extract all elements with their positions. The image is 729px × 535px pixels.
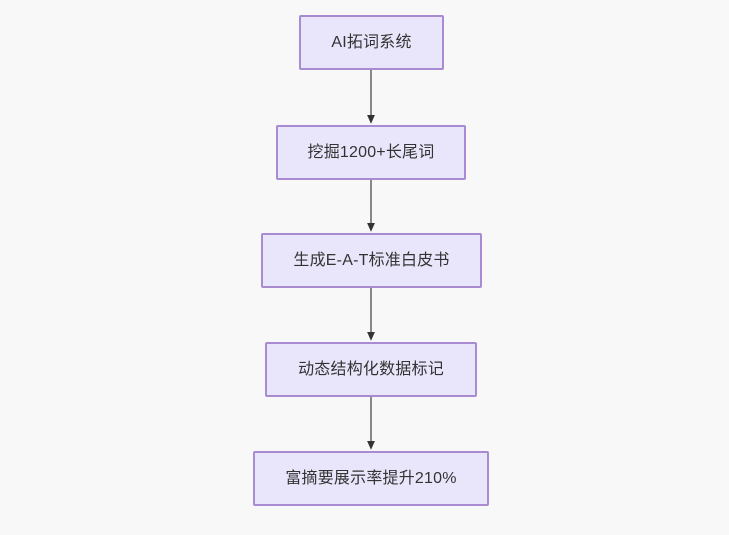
flowchart-node-dynamic-structured-data-markup[interactable]: 动态结构化数据标记: [265, 342, 477, 397]
flowchart-node-generate-eat-whitepaper[interactable]: 生成E-A-T标准白皮书: [261, 233, 482, 288]
flowchart-node-label: 挖掘1200+长尾词: [307, 143, 435, 161]
flowchart-node-label: 动态结构化数据标记: [298, 360, 444, 378]
flowchart-node-label: 生成E-A-T标准白皮书: [293, 251, 450, 269]
flowchart-node-label: AI拓词系统: [331, 33, 412, 51]
flowchart-node-ai-keyword-system[interactable]: AI拓词系统: [299, 15, 444, 70]
flowchart-node-mine-longtail-keywords[interactable]: 挖掘1200+长尾词: [276, 125, 466, 180]
flowchart-node-rich-snippet-rate-increase[interactable]: 富摘要展示率提升210%: [253, 451, 489, 506]
flowchart-node-label: 富摘要展示率提升210%: [285, 469, 457, 487]
